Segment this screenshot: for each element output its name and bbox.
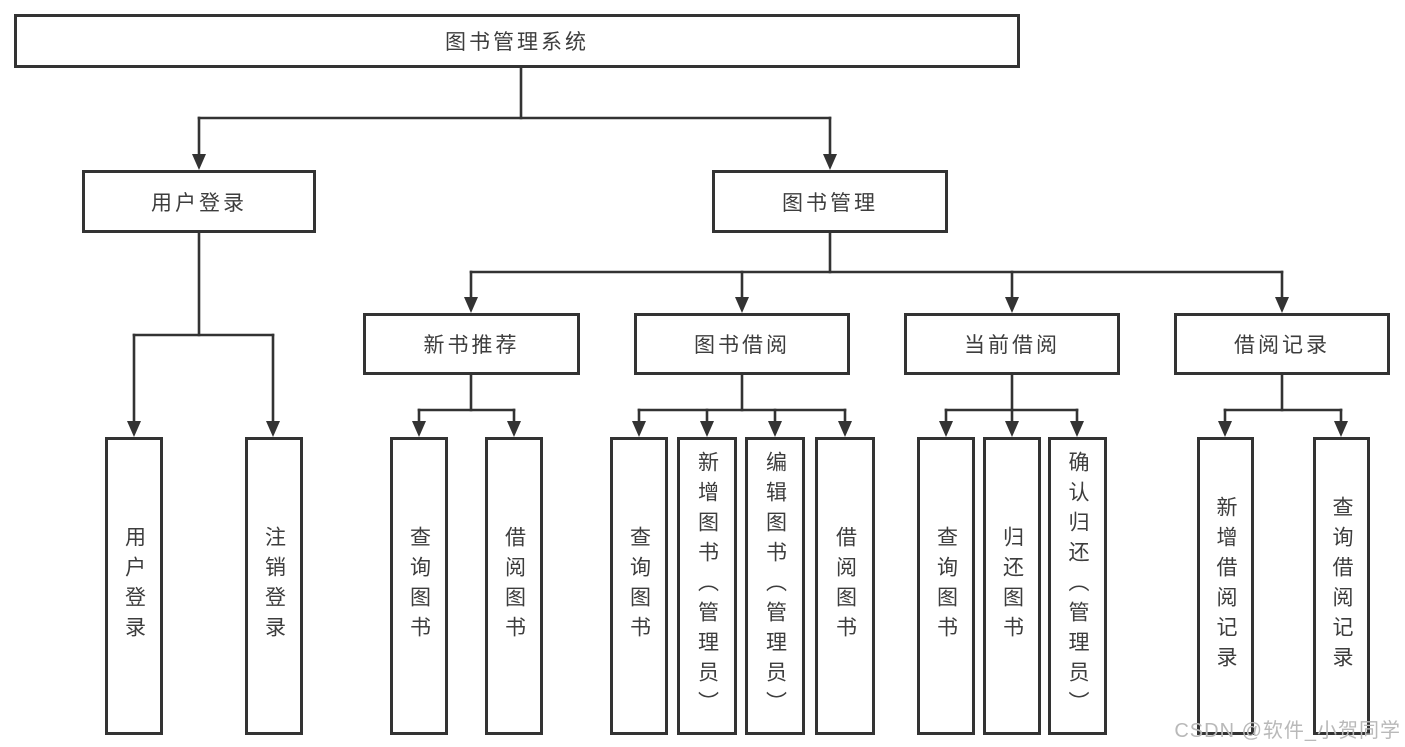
node-root-label: 图书管理系统 (445, 31, 589, 54)
leaf-br-query-record-label: 查询借阅记录 (1330, 496, 1353, 676)
node-borrow-record: 借阅记录 (1174, 313, 1390, 375)
leaf-cb-return-book-label: 归还图书 (1000, 526, 1024, 646)
node-current-borrow-label: 当前借阅 (964, 334, 1060, 357)
leaf-nbr-borrow-book-label: 借阅图书 (502, 526, 526, 646)
edge-borrow-record-to-leaves (1218, 373, 1348, 437)
leaf-bb-query-book-label: 查询图书 (627, 526, 651, 646)
edge-new-book-rec-to-leaves (412, 373, 521, 437)
node-current-borrow: 当前借阅 (904, 313, 1120, 375)
leaf-bb-borrow-book-label: 借阅图书 (833, 526, 857, 646)
leaf-bb-add-book: 新增图书（管理员） (677, 437, 737, 735)
edge-user-login-to-leaves (127, 231, 280, 437)
leaf-nbr-query-book: 查询图书 (390, 437, 448, 735)
node-book-borrow: 图书借阅 (634, 313, 850, 375)
leaf-nbr-borrow-book: 借阅图书 (485, 437, 543, 735)
leaf-logout-label: 注销登录 (262, 526, 286, 646)
edge-book-borrow-to-leaves (632, 373, 852, 437)
node-new-book-rec-label: 新书推荐 (423, 334, 520, 357)
leaf-cb-query-book-label: 查询图书 (934, 526, 958, 646)
edge-root-to-level1 (192, 66, 837, 170)
csdn-watermark: CSDN @软件_小贺同学 (1174, 720, 1401, 742)
leaf-br-add-record: 新增借阅记录 (1197, 437, 1254, 735)
leaf-br-query-record: 查询借阅记录 (1313, 437, 1370, 735)
leaf-bb-edit-book-label: 编辑图书（管理员） (763, 451, 787, 721)
leaf-logout: 注销登录 (245, 437, 303, 735)
leaf-cb-confirm-return: 确认归还（管理员） (1048, 437, 1107, 735)
leaf-bb-query-book: 查询图书 (610, 437, 668, 735)
leaf-cb-query-book: 查询图书 (917, 437, 975, 735)
edge-book-mgmt-to-level2 (464, 231, 1289, 313)
node-root: 图书管理系统 (14, 14, 1020, 68)
leaf-br-add-record-label: 新增借阅记录 (1214, 496, 1237, 676)
node-book-borrow-label: 图书借阅 (694, 334, 790, 357)
node-book-mgmt-label: 图书管理 (782, 191, 878, 215)
leaf-bb-add-book-label: 新增图书（管理员） (695, 451, 719, 721)
leaf-bb-borrow-book: 借阅图书 (815, 437, 875, 735)
node-user-login-label: 用户登录 (151, 191, 247, 215)
leaf-bb-edit-book: 编辑图书（管理员） (745, 437, 805, 735)
leaf-nbr-query-book-label: 查询图书 (407, 526, 431, 646)
node-user-login: 用户登录 (82, 170, 316, 233)
node-new-book-rec: 新书推荐 (363, 313, 580, 375)
leaf-user-login-label: 用户登录 (122, 526, 146, 646)
edge-current-borrow-to-leaves (939, 373, 1084, 437)
leaf-cb-confirm-return-label: 确认归还（管理员） (1066, 451, 1089, 721)
node-borrow-record-label: 借阅记录 (1234, 334, 1330, 357)
leaf-user-login: 用户登录 (105, 437, 163, 735)
leaf-cb-return-book: 归还图书 (983, 437, 1041, 735)
node-book-mgmt: 图书管理 (712, 170, 948, 233)
